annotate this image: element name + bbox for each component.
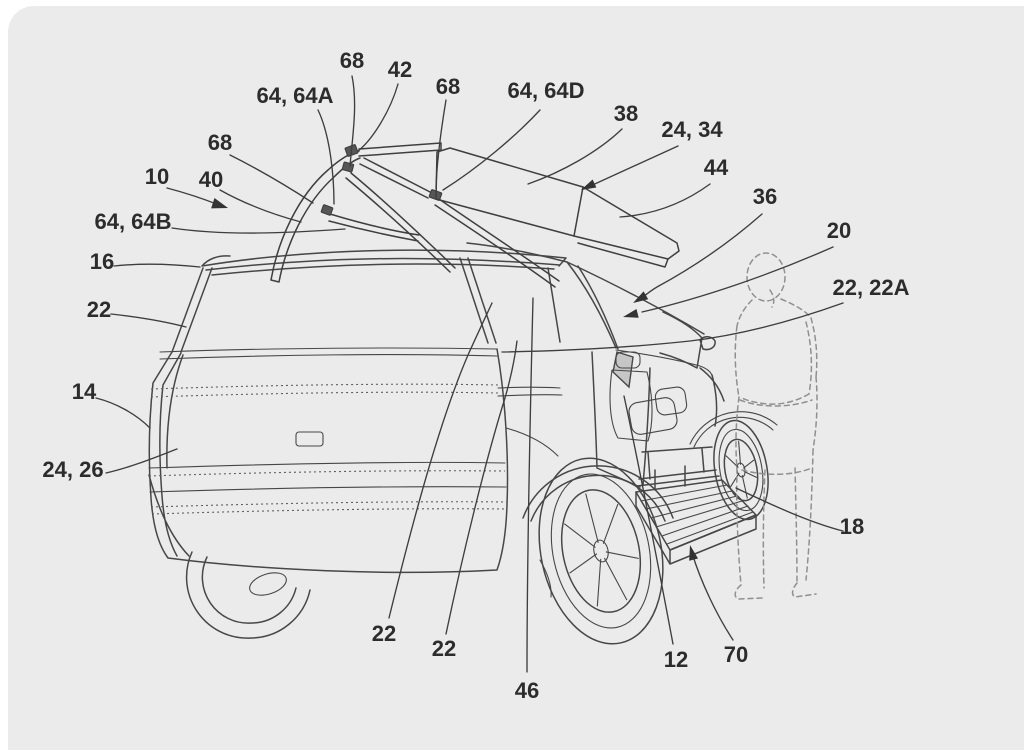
seat-headrest — [615, 351, 641, 369]
side-pillars — [459, 242, 619, 350]
leader-22-22a — [501, 302, 844, 353]
arrowhead-20 — [623, 309, 639, 318]
rear-side-wheel — [538, 457, 664, 645]
person-lower-body — [734, 376, 818, 600]
arrowhead-10 — [211, 198, 228, 209]
person-upper-body — [734, 289, 818, 407]
reference-labels: 68 42 68 64, 64A 64, 64D 38 24, 34 44 36… — [42, 48, 909, 703]
leader-16 — [113, 263, 201, 268]
liftgate-body-lines — [148, 347, 507, 493]
door-opening — [591, 351, 720, 491]
leader-64-64d — [442, 109, 541, 191]
ref-label-24-26: 24, 26 — [42, 457, 103, 482]
raised-panel-glass-edge — [573, 186, 669, 268]
ref-label-42: 42 — [388, 57, 412, 82]
leader-18 — [735, 487, 844, 532]
ref-label-22-upper: 22 — [87, 297, 111, 322]
leader-68-left — [229, 154, 314, 204]
ref-label-64-64a: 64, 64A — [256, 83, 333, 108]
rear-left-wheel-hub — [249, 572, 287, 596]
front-seat — [654, 386, 688, 416]
ref-label-22-lower-2: 22 — [432, 636, 456, 661]
hinge-lower — [320, 204, 334, 216]
front-side-wheel — [713, 419, 769, 521]
step-treads — [640, 484, 754, 545]
ref-label-44: 44 — [704, 155, 729, 180]
leader-42 — [357, 83, 399, 152]
vehicle-body — [148, 242, 778, 645]
leader-24-34 — [585, 145, 679, 189]
arrowhead-24-34 — [581, 179, 597, 190]
ref-label-40: 40 — [199, 167, 223, 192]
leader-22-upper — [110, 313, 187, 328]
ref-label-20: 20 — [827, 218, 851, 243]
front-wheel-arch — [689, 411, 778, 448]
ref-label-22-lower-1: 22 — [372, 621, 396, 646]
leader-38 — [527, 128, 623, 185]
ref-label-68-right: 68 — [436, 74, 460, 99]
wheel-spokes — [564, 493, 639, 607]
person-silhouette — [734, 252, 818, 600]
person-head — [746, 252, 786, 302]
ref-label-64-64d: 64, 64D — [507, 78, 584, 103]
ref-label-24-34: 24, 34 — [661, 117, 723, 142]
drawing-paper — [8, 6, 1024, 750]
leader-64-64a — [317, 109, 335, 205]
seat-back — [609, 369, 653, 442]
front-section — [566, 261, 725, 427]
leader-24-26 — [105, 448, 178, 474]
deployable-step — [635, 479, 757, 565]
leader-14 — [95, 397, 151, 429]
ref-label-14: 14 — [72, 379, 97, 404]
leader-12 — [623, 395, 674, 645]
rear-left-wheel — [185, 551, 311, 639]
interior-seats — [609, 351, 688, 442]
license-plate-recess — [295, 431, 324, 447]
ref-label-46: 46 — [515, 678, 539, 703]
roof-spoiler — [201, 249, 567, 276]
link-bars — [358, 142, 442, 199]
raised-liftgate-panel — [435, 147, 680, 260]
ref-label-12: 12 — [664, 647, 688, 672]
leader-68-right — [435, 99, 447, 189]
step-sides — [635, 491, 757, 565]
leader-36 — [637, 213, 763, 302]
ref-label-64-64b: 64, 64B — [94, 209, 171, 234]
ref-label-36: 36 — [753, 184, 777, 209]
leader-70 — [691, 552, 734, 641]
leader-lines — [95, 75, 844, 673]
leader-40 — [219, 189, 302, 223]
seat-cushion — [628, 397, 678, 435]
ref-label-68-top: 68 — [340, 48, 364, 73]
rear-pillar — [171, 267, 213, 353]
leader-22-lower-2 — [445, 340, 518, 635]
leader-44 — [619, 183, 711, 218]
ref-label-70: 70 — [724, 642, 748, 667]
ref-label-18: 18 — [840, 514, 864, 539]
leader-68-top — [349, 75, 356, 167]
leader-22-lower-1 — [388, 302, 493, 619]
ref-label-22-22a: 22, 22A — [832, 275, 909, 300]
arrowhead-36 — [633, 291, 649, 303]
ref-label-38: 38 — [614, 101, 638, 126]
arrowhead-70 — [689, 545, 698, 561]
link-struts — [328, 172, 560, 288]
leader-46 — [526, 297, 534, 673]
front-wheel-spokes — [725, 441, 758, 499]
hinge-upper — [341, 161, 355, 173]
ref-label-10: 10 — [145, 164, 169, 189]
ref-label-16: 16 — [90, 249, 114, 274]
ref-label-68-left: 68 — [208, 130, 232, 155]
leader-64-64b — [171, 227, 346, 234]
liftgate-dotted-lines — [148, 383, 508, 515]
rear-face-edges — [148, 348, 509, 574]
liftgate-mechanism — [270, 142, 680, 288]
leader-20 — [641, 246, 834, 313]
quarter-glass — [612, 351, 634, 389]
